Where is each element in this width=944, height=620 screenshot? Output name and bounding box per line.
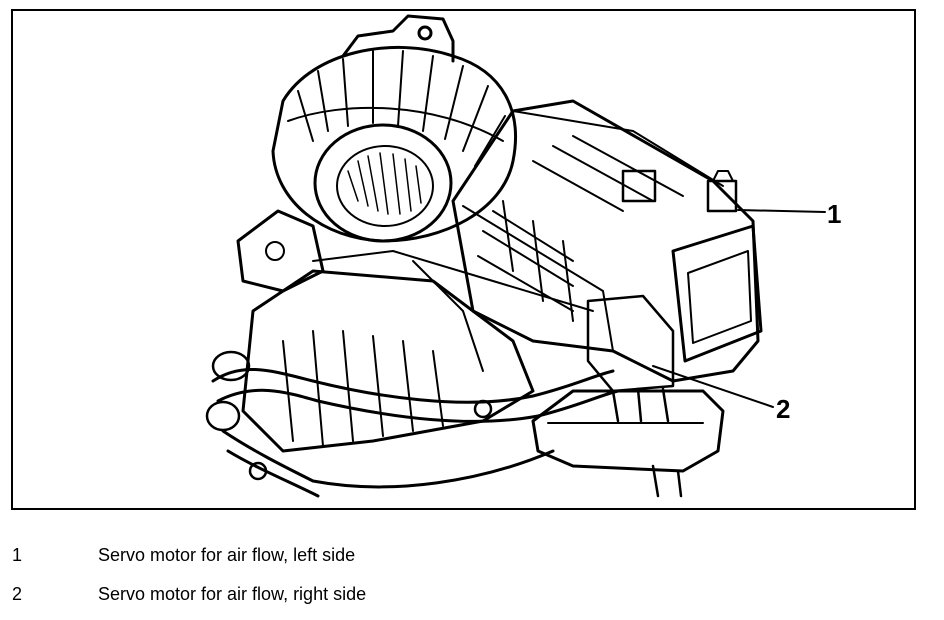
- top-bracket-hole: [417, 25, 433, 41]
- leader-line-2: [652, 365, 774, 408]
- legend-number: 2: [12, 584, 23, 604]
- heater-box-ribs: [477, 135, 684, 322]
- legend-item: 1 Servo motor for air flow, left side: [0, 544, 944, 566]
- blower-fan-vanes: [347, 152, 422, 215]
- lower-housing: [241, 269, 535, 453]
- top-bracket: [341, 14, 455, 63]
- heater-box-top: [512, 110, 724, 187]
- top-actuator: [621, 169, 657, 203]
- pipe-fitting-upper: [211, 350, 251, 382]
- refrigerant-pipe-upper: [211, 368, 615, 404]
- servo-motor-right-side: [586, 294, 675, 393]
- linkage-rod: [312, 250, 594, 312]
- drain-tray: [531, 389, 725, 473]
- side-bracket: [236, 209, 325, 293]
- leader-line-1: [737, 209, 826, 213]
- drain-tubes: [651, 464, 683, 498]
- legend-item: 2 Servo motor for air flow, right side: [0, 583, 944, 605]
- callout-2: 2: [776, 394, 791, 424]
- blower-ribs: [287, 50, 506, 167]
- legend-text: Servo motor for air flow, left side: [98, 545, 356, 565]
- heater-box: [451, 99, 760, 383]
- callout-1: 1: [827, 199, 842, 229]
- heater-box-panel: [462, 205, 614, 352]
- blower-housing: [271, 45, 517, 243]
- refrigerant-pipe-lower: [221, 429, 555, 489]
- legend-number: 1: [12, 545, 23, 565]
- servo-motor-left-side: [706, 179, 738, 213]
- diagram-frame: 1 2: [11, 9, 916, 510]
- right-outlet-inner: [687, 250, 752, 344]
- pipe-fitting-lower: [205, 400, 241, 432]
- lower-housing-ribs: [282, 330, 444, 447]
- hvac-unit-illustration: [205, 14, 826, 498]
- blower-fan-inner: [336, 145, 434, 227]
- legend-text: Servo motor for air flow, right side: [98, 584, 367, 604]
- right-outlet: [671, 224, 763, 363]
- blower-fan-ring: [313, 123, 453, 243]
